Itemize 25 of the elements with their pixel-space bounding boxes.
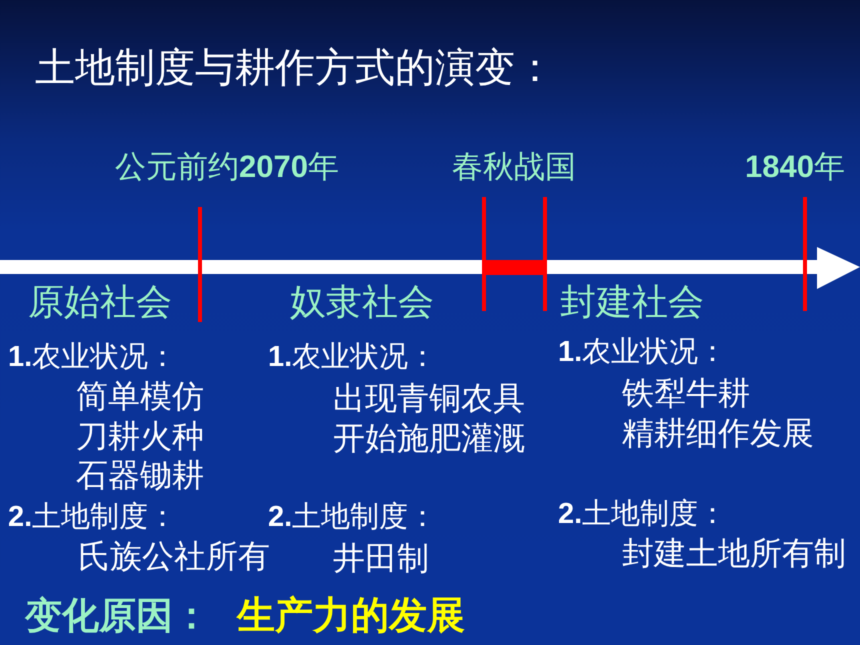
item-text: 氏族公社所有 <box>78 540 270 572</box>
era-label: 封建社会 <box>560 284 704 320</box>
item-text: 封建土地所有制 <box>622 537 846 569</box>
item-text: 出现青铜农具 <box>333 382 525 414</box>
era-label: 奴隶社会 <box>290 284 434 320</box>
heading-text: 1.农业状况： <box>8 343 178 372</box>
date-label: 1840年 <box>745 151 845 182</box>
item-text: 刀耕火种 <box>76 420 204 452</box>
item-text: 井田制 <box>333 542 429 574</box>
item-text: 铁犁牛耕 <box>622 377 750 409</box>
date-label: 春秋战国 <box>452 151 576 182</box>
date-label: 公元前约2070年 <box>115 151 339 182</box>
heading-text: 2.土地制度： <box>558 500 728 529</box>
slide-title: 土地制度与耕作方式的演变： <box>35 48 555 88</box>
item-text: 石器锄耕 <box>76 459 204 491</box>
cause-text: 生产力的发展 <box>237 597 465 635</box>
heading-text: 2.土地制度： <box>8 503 178 532</box>
item-text: 开始施肥灌溉 <box>333 422 525 454</box>
item-text: 简单模仿 <box>76 380 204 412</box>
item-text: 精耕细作发展 <box>622 417 814 449</box>
era-label: 原始社会 <box>28 284 172 320</box>
heading-text: 1.农业状况： <box>558 338 728 367</box>
cause-label: 变化原因： <box>25 597 210 634</box>
heading-text: 1.农业状况： <box>268 343 438 372</box>
heading-text: 2.土地制度： <box>268 503 438 532</box>
